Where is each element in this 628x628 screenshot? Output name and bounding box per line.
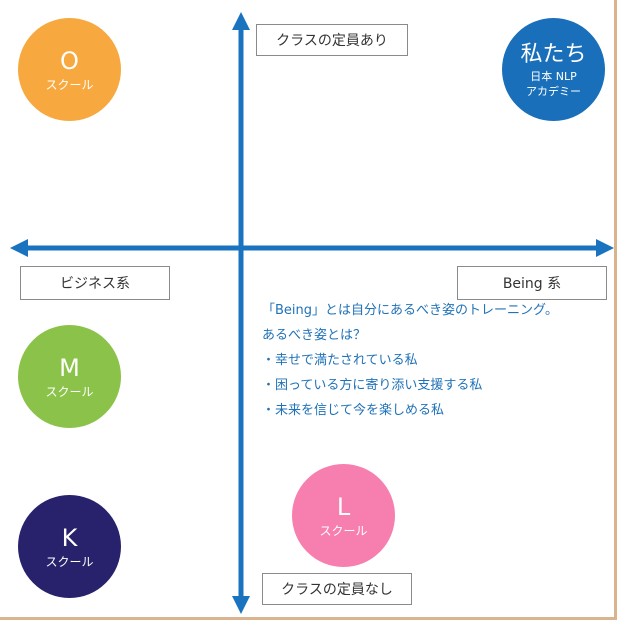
school-k-label: スクール — [45, 554, 94, 569]
axis-label-top-text: クラスの定員あり — [276, 33, 388, 49]
description-line-2: あるべき姿とは？ — [262, 328, 367, 343]
us-line1: 日本 NLP — [530, 69, 577, 83]
description-line-3: ・幸せで満たされている私 — [262, 353, 418, 368]
arrow-right — [596, 239, 614, 257]
axis-label-bottom: クラスの定員なし — [262, 573, 412, 605]
school-o-circle: O スクール — [18, 18, 121, 121]
us-title: 私たち — [520, 41, 587, 67]
frame-bottom-border — [0, 617, 617, 620]
school-o-letter: O — [60, 46, 79, 75]
description-line-1: 「Being」とは自分にあるべき姿のトレーニング。 — [262, 303, 558, 318]
axis-label-right: Being 系 — [457, 266, 607, 300]
axis-label-left-text: ビジネス系 — [60, 276, 130, 292]
school-l-circle: L スクール — [292, 464, 395, 567]
frame-right-border — [614, 0, 617, 620]
school-m-letter: M — [59, 353, 80, 382]
description-line-5: ・未来を信じて今を楽しめる私 — [262, 403, 445, 418]
school-m-label: スクール — [45, 384, 94, 399]
school-m-circle: M スクール — [18, 325, 121, 428]
school-o-label: スクール — [45, 77, 94, 92]
school-l-letter: L — [336, 492, 351, 521]
our-academy-circle: 私たち 日本 NLP アカデミー — [502, 18, 605, 121]
description-line-4: ・困っている方に寄り添い支援する私 — [262, 378, 483, 393]
school-k-circle: K スクール — [18, 495, 121, 598]
axis-label-left: ビジネス系 — [20, 266, 170, 300]
axis-label-right-text: Being 系 — [502, 276, 562, 292]
arrow-up — [232, 12, 250, 30]
axis-label-bottom-text: クラスの定員なし — [281, 582, 393, 598]
arrow-left — [10, 239, 28, 257]
school-l-label: スクール — [319, 523, 368, 538]
school-k-letter: K — [61, 523, 78, 552]
arrow-down — [232, 596, 250, 614]
axis-label-top: クラスの定員あり — [256, 24, 408, 56]
being-description: 「Being」とは自分にあるべき姿のトレーニング。 あるべき姿とは？ ・幸せで満… — [262, 298, 612, 423]
us-line2: アカデミー — [526, 84, 581, 98]
